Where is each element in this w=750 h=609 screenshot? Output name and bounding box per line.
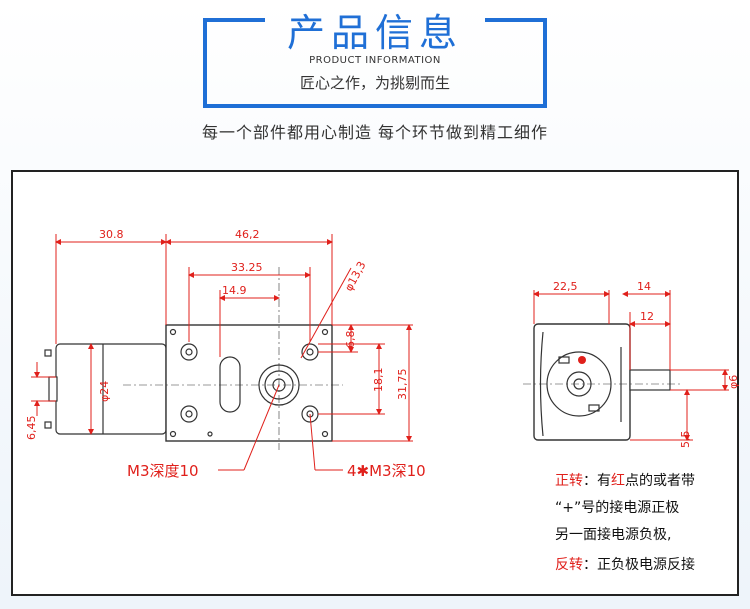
technical-drawing: 30.8 46,2 33.25 14.9 φ13,3 6,8 18,1 31,7… bbox=[25, 228, 740, 480]
note-positive: “+”号的接电源正极 bbox=[555, 500, 680, 516]
dim-5-5: 5,5 bbox=[679, 431, 692, 449]
note-forward: 正转：有红点的或者带 bbox=[555, 473, 695, 489]
callout-m3-depth: M3深度10 bbox=[127, 462, 199, 480]
tagline: 每一个部件都用心制造 每个环节做到精工细作 bbox=[201, 123, 549, 142]
dim-33-25: 33.25 bbox=[231, 261, 263, 274]
technical-drawing-box: 30.8 46,2 33.25 14.9 φ13,3 6,8 18,1 31,7… bbox=[11, 170, 740, 596]
dim-phi-6: φ6 bbox=[727, 375, 740, 389]
note-forward-label: 正转 bbox=[555, 473, 583, 489]
note-reverse-label: 反转 bbox=[555, 557, 583, 573]
note-reverse: 反转：正负极电源反接 bbox=[555, 557, 695, 573]
dim-46-2: 46,2 bbox=[235, 228, 260, 241]
dim-14: 14 bbox=[637, 280, 651, 293]
dim-31-75: 31,75 bbox=[396, 369, 409, 401]
page-title: 产品信息 bbox=[286, 11, 463, 55]
dim-12: 12 bbox=[640, 310, 654, 323]
page-subtitle-cn: 匠心之作，为挑剔而生 bbox=[299, 74, 450, 92]
dim-6-45: 6,45 bbox=[25, 416, 38, 441]
note-negative: 另一面接电源负极, bbox=[555, 527, 672, 543]
side-view bbox=[533, 323, 671, 441]
positive-terminal-dot bbox=[578, 356, 586, 364]
dim-phi-24: φ24 bbox=[98, 381, 111, 402]
dim-6-8: 6,8 bbox=[344, 331, 357, 349]
dim-14-9: 14.9 bbox=[222, 284, 247, 297]
dim-22-5: 22,5 bbox=[553, 280, 578, 293]
header-frame bbox=[203, 18, 547, 108]
callout-4-m3: 4✱M3深10 bbox=[347, 462, 426, 480]
dim-18-1: 18,1 bbox=[372, 368, 385, 393]
dim-30-8: 30.8 bbox=[99, 228, 124, 241]
page-subtitle-en: PRODUCT INFORMATION bbox=[309, 55, 441, 66]
front-view bbox=[44, 324, 333, 442]
